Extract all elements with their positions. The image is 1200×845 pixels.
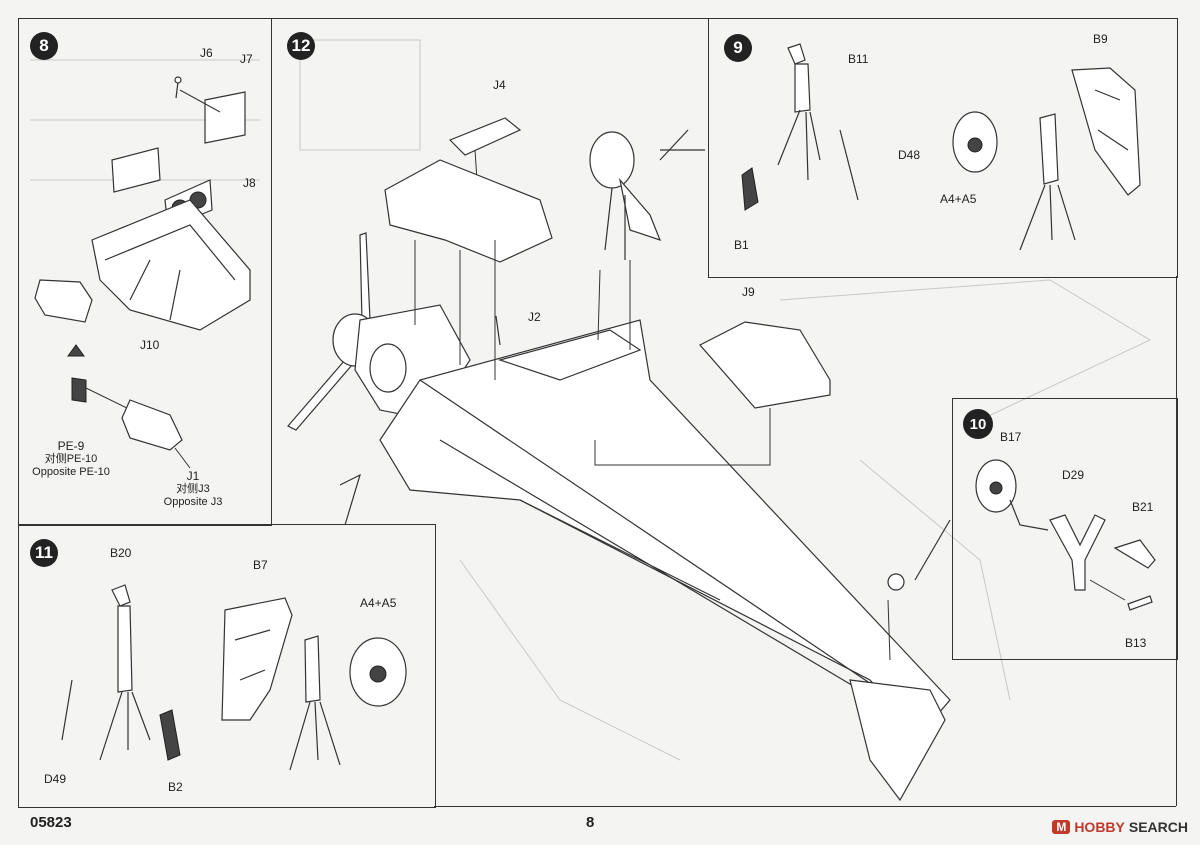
part-label-j9: J9 <box>742 285 755 299</box>
step8-panel <box>18 18 272 526</box>
j1-note-en: Opposite J3 <box>163 496 223 508</box>
part-label-j7: J7 <box>240 52 253 66</box>
part-label-d48: D48 <box>898 148 921 162</box>
product-code: 05823 <box>30 814 72 831</box>
part-label-j1: J1 对侧J3 Opposite J3 <box>160 470 226 509</box>
step-number-9: 9 <box>724 34 752 62</box>
part-label-b9: B9 <box>1093 32 1108 46</box>
watermark-suffix: SEARCH <box>1128 819 1188 835</box>
part-label-b21: B21 <box>1132 500 1154 514</box>
part-label-d49: D49 <box>44 772 67 786</box>
step10-panel <box>952 398 1178 660</box>
part-label-j8: J8 <box>243 176 256 190</box>
step-number-11: 11 <box>30 539 58 567</box>
watermark-badge: M <box>1052 820 1071 834</box>
step12-art <box>287 117 951 802</box>
step8-art <box>34 76 251 469</box>
ghost-background-art <box>30 39 1152 761</box>
part-label-b20: B20 <box>110 546 132 560</box>
watermark: M HOBBY SEARCH <box>1052 819 1188 835</box>
part-label-j6: J6 <box>200 46 213 60</box>
part-label-b2: B2 <box>168 780 183 794</box>
step-number-10: 10 <box>963 409 993 439</box>
part-label-b7: B7 <box>253 558 268 572</box>
part-label-pe9: PE-9 对侧PE-10 Opposite PE-10 <box>26 440 116 479</box>
step11-art <box>61 584 407 771</box>
step10-art <box>975 459 1156 611</box>
pe9-note-en: Opposite PE-10 <box>32 466 110 478</box>
pe9-note-cn: 对侧PE-10 <box>44 453 98 465</box>
watermark-brand: HOBBY <box>1074 819 1125 835</box>
part-label-j2: J2 <box>528 310 541 324</box>
part-label-b17: B17 <box>1000 430 1022 444</box>
part-label-j4: J4 <box>493 78 506 92</box>
page-frame <box>434 806 1176 807</box>
part-label-a4a5-step9: A4+A5 <box>940 192 977 206</box>
part-label-d29: D29 <box>1062 468 1085 482</box>
step9-art <box>741 43 1141 251</box>
j1-code: J1 <box>186 469 200 483</box>
pe9-code: PE-9 <box>57 439 85 453</box>
part-label-b11: B11 <box>848 52 869 66</box>
step-number-12: 12 <box>287 32 315 60</box>
page-frame-right <box>1176 276 1177 806</box>
step11-panel <box>18 524 436 808</box>
page-number: 8 <box>586 814 595 831</box>
part-label-b1: B1 <box>734 238 749 252</box>
step-number-8: 8 <box>30 32 58 60</box>
part-label-b13: B13 <box>1125 636 1147 650</box>
step9-panel <box>708 18 1178 278</box>
part-label-j10: J10 <box>140 338 160 352</box>
part-label-a4a5-step11: A4+A5 <box>360 596 397 610</box>
j1-note-cn: 对侧J3 <box>176 483 210 495</box>
step12-panel <box>270 18 709 214</box>
